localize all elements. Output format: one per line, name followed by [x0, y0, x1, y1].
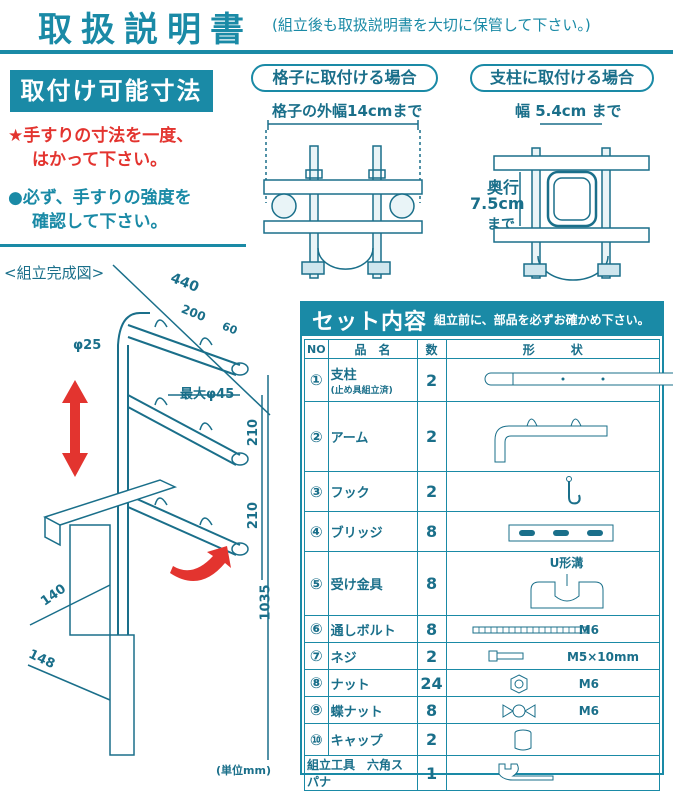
note-measure-line2: はかって下さい。 [32, 150, 168, 170]
table-row: 組立工具 六角スパナ 1 [304, 755, 661, 791]
lattice-mount-diagram [263, 120, 423, 279]
u-groove-label: U形溝 [549, 556, 584, 570]
tool-qty: 1 [416, 755, 447, 791]
parts-title: セット内容 [312, 310, 428, 335]
wrench-shape-icon [498, 763, 554, 781]
table-row: ② アーム 2 [304, 401, 661, 472]
nut-spec: M6 [578, 677, 599, 691]
mountable-size-badge: 取付け可能寸法 [10, 70, 213, 112]
wing-nut-shape-icon [502, 704, 536, 718]
bolt-spec: M6 [578, 623, 599, 637]
pillar-mount-label: 支柱に取付ける場合 [470, 64, 654, 92]
table-row: ⑤ 受け金具 8 U形溝 [304, 551, 661, 616]
screw-spec: M5×10mm [566, 650, 639, 664]
pillar-width-text: 幅 5.4cm まで [515, 102, 622, 120]
note-strength-line2: 確認して下さい。 [32, 212, 168, 232]
col-no: NO [304, 339, 329, 359]
dim-1035: 1035 [258, 584, 274, 621]
bracket-shape-icon [530, 574, 604, 609]
col-shape: 形 状 [445, 339, 661, 359]
table-row: ⑩ キャップ 2 [304, 723, 661, 756]
tool-label: 組立工具 六角スパナ [304, 755, 418, 791]
dim-phi25: φ25 [73, 338, 102, 353]
section-rule [0, 244, 246, 247]
dim-max45: 最大φ45 [180, 387, 235, 402]
table-row: ⑧ ナット 24 M6 [304, 669, 661, 697]
pillar-depth-line1: 奥行 [487, 178, 520, 197]
table-row: ⑥ 通しボルト 8 M6 [304, 615, 661, 643]
post-shape-icon [484, 372, 673, 386]
bridge-shape-icon [508, 524, 614, 542]
note-strength-line1: ●必ず、手すりの強度を [8, 188, 192, 208]
assembly-label: <組立完成図> [4, 264, 105, 282]
pillar-mount-diagram [493, 123, 650, 281]
table-row: ④ ブリッジ 8 [304, 511, 661, 552]
parts-header: セット内容 組立前に、部品を必ずお確かめ下さい。 [300, 301, 664, 336]
dim-210-lower: 210 [246, 501, 262, 530]
pillar-depth-line2: 7.5cm [470, 194, 525, 213]
table-row: ① 支柱(止め具組立済) 2 [304, 358, 673, 402]
col-name: 品 名 [327, 339, 418, 359]
page-subtitle: (組立後も取扱説明書を大切に保管して下さい。) [272, 16, 591, 34]
wing-nut-spec: M6 [578, 704, 599, 718]
bolt-shape-icon [472, 626, 588, 634]
table-row: ⑦ ネジ 2 M5×10mm [304, 642, 661, 670]
unit-label: (単位mm) [216, 764, 271, 777]
table-row: ③ フック 2 [304, 471, 661, 512]
header-rule [0, 50, 673, 54]
table-header-row: NO 品 名 数 形 状 [304, 339, 661, 359]
arm-shape-icon [494, 418, 608, 463]
assembly-drawing [27, 264, 271, 760]
col-qty: 数 [416, 339, 447, 359]
dim-210-upper: 210 [246, 418, 262, 447]
hook-shape-icon [565, 476, 581, 505]
note-measure-line1: ★手すりの寸法を一度、 [8, 126, 194, 146]
lattice-mount-label: 格子に取付ける場合 [251, 64, 438, 92]
nut-shape-icon [510, 674, 528, 694]
page-title: 取扱説明書 [38, 10, 253, 50]
parts-table: NO 品 名 数 形 状 ① 支柱(止め具組立済) 2 ② アーム 2 ③ フッ… [304, 339, 673, 791]
screw-shape-icon [488, 650, 524, 662]
cap-shape-icon [514, 729, 532, 751]
lattice-width-text: 格子の外幅14cmまで [272, 102, 423, 120]
table-row: ⑨ 蝶ナット 8 M6 [304, 696, 661, 724]
parts-note: 組立前に、部品を必ずお確かめ下さい。 [434, 313, 650, 327]
